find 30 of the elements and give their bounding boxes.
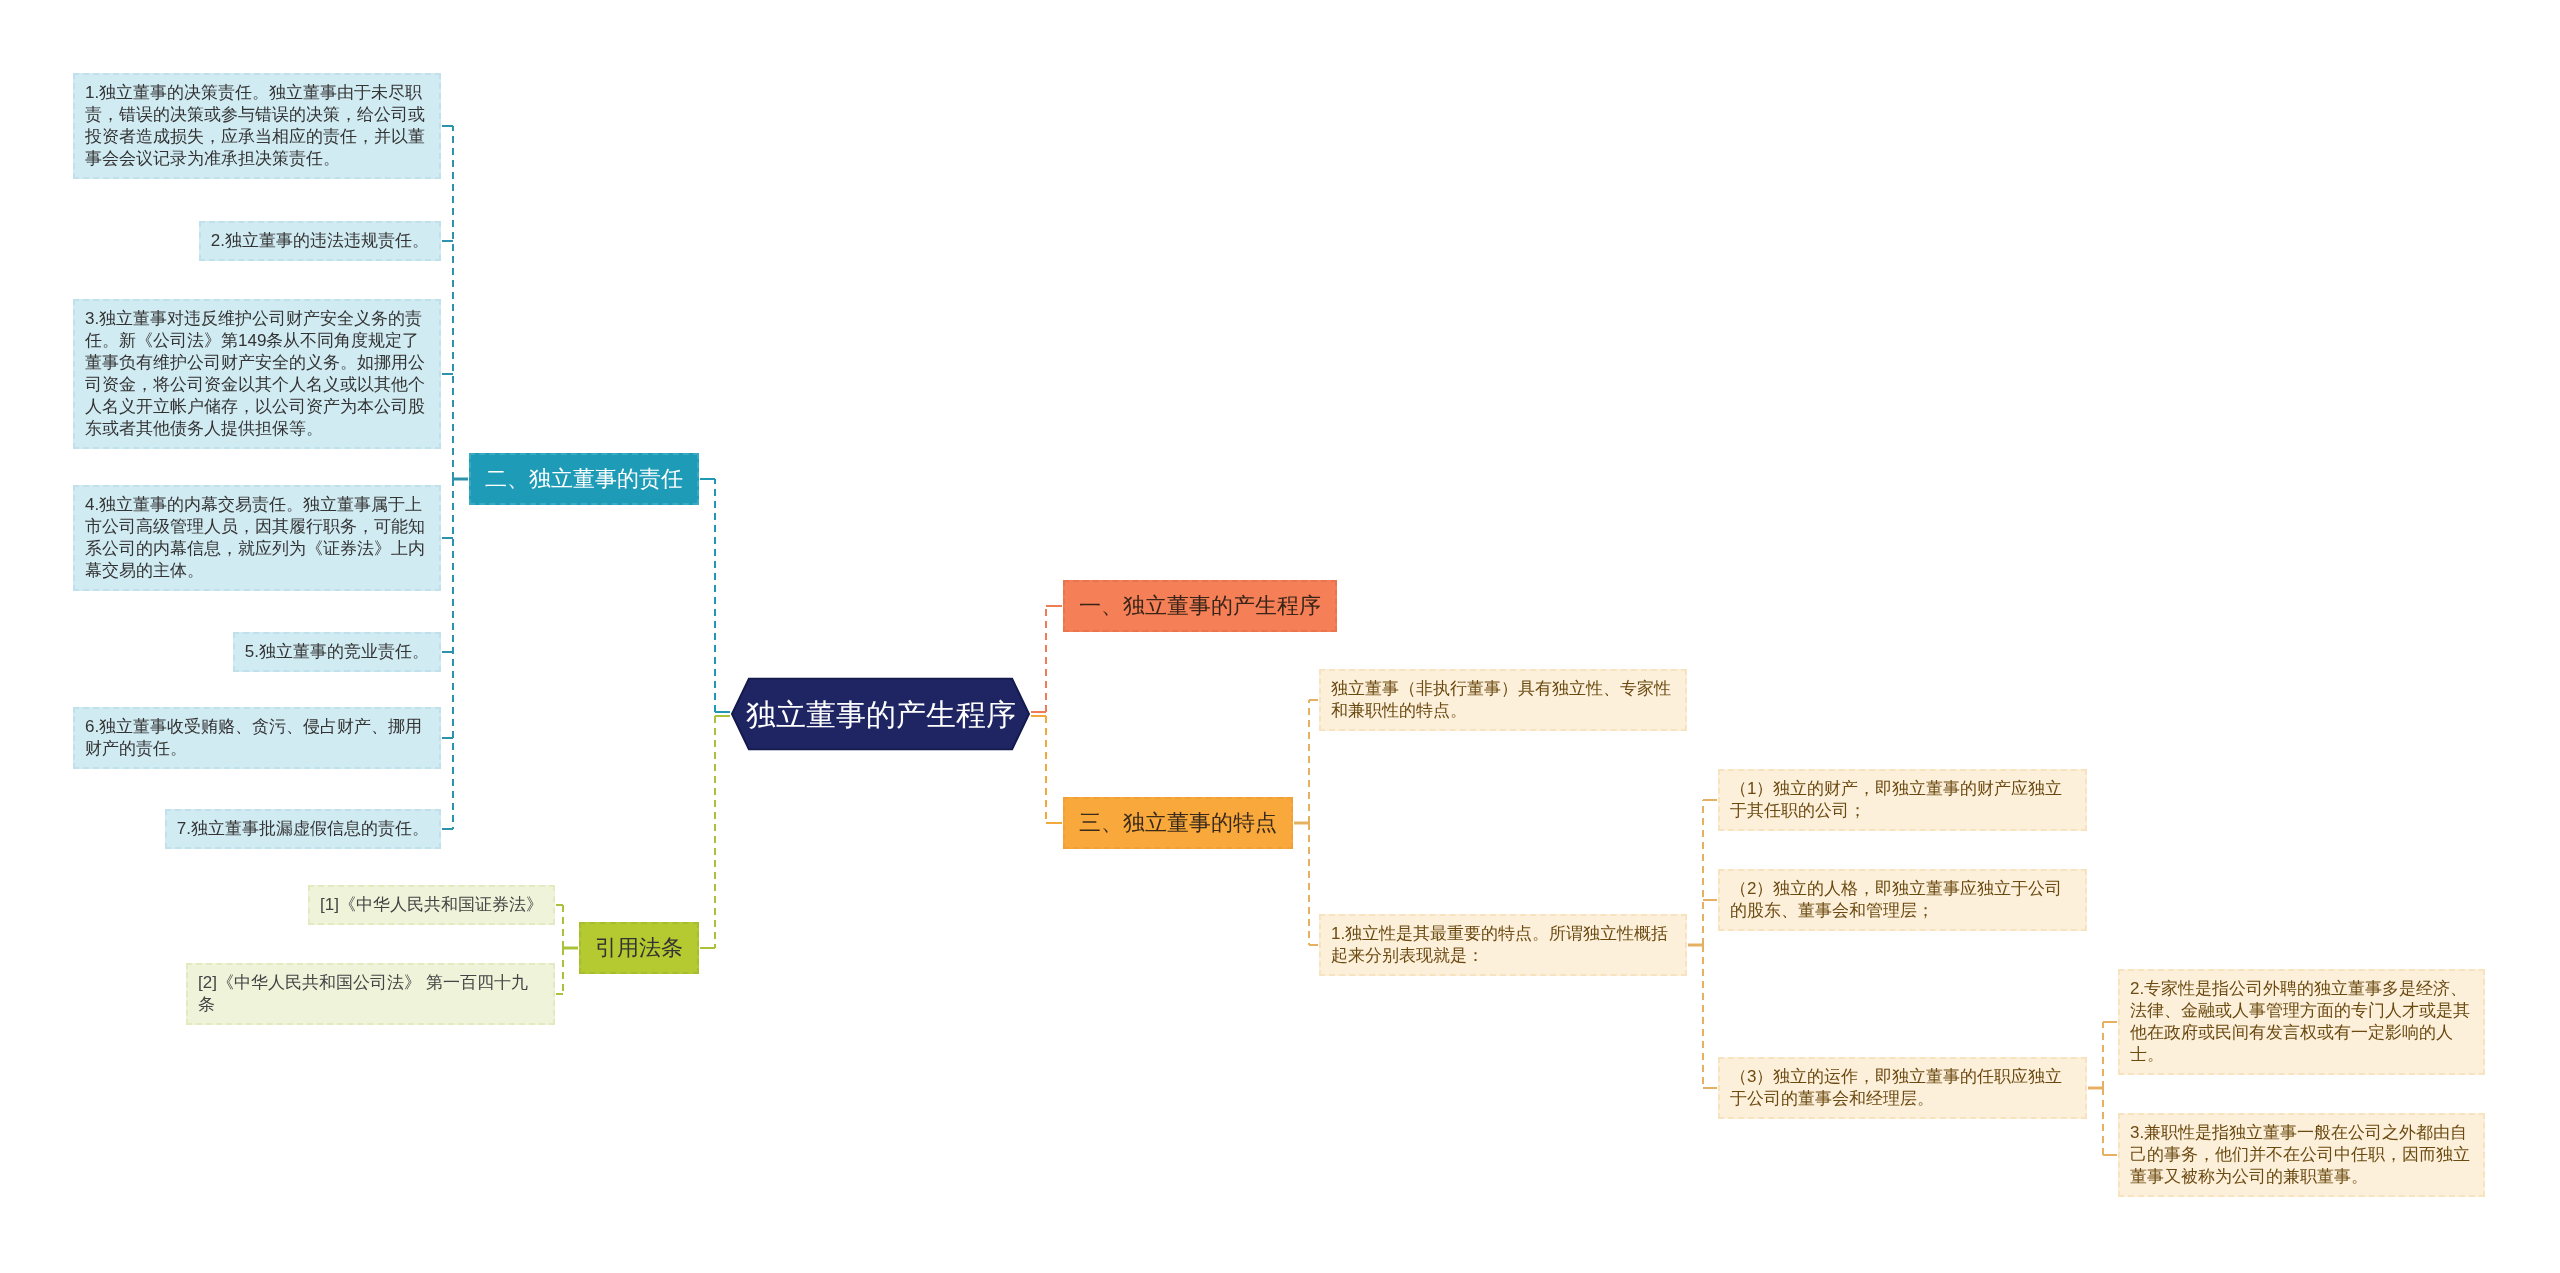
connector-line bbox=[2088, 1021, 2118, 1156]
subtopic-box: 1.独立董事的决策责任。独立董事由于未尽职责，错误的决策或参与错误的决策，给公司或投资者造成损失，应承当相应的责任，并以董事会会议记录为准承担决策责任。 bbox=[73, 73, 441, 179]
subtopic-box: 5.独立董事的竞业责任。 bbox=[232, 632, 441, 672]
central-topic: 独立董事的产生程序 bbox=[731, 677, 1030, 751]
subtopic-box: （1）独立的财产，即独立董事的财产应独立于其任职的公司； bbox=[1718, 769, 2087, 831]
connector-line bbox=[1688, 799, 1718, 1089]
branch-topic: 引用法条 bbox=[579, 922, 699, 974]
connector-line bbox=[1030, 715, 1063, 824]
subtopic-box: 4.独立董事的内幕交易责任。独立董事属于上市公司高级管理人员，因其履行职务，可能知系公司的内幕信息，就应列为《证券法》上内幕交易的主体。 bbox=[73, 485, 441, 591]
connector-line bbox=[441, 125, 468, 830]
subtopic-box: 2.专家性是指公司外聘的独立董事多是经济、法律、金融或人事管理方面的专门人才或是其他在政府或民间有发言权或有一定影响的人士。 bbox=[2118, 969, 2485, 1075]
subtopic-box: 2.独立董事的违法违规责任。 bbox=[198, 221, 441, 261]
subtopic-box: [1]《中华人民共和国证券法》 bbox=[308, 885, 555, 925]
subtopic-box: 3.兼职性是指独立董事一般在公司之外都由自己的事务，他们并不在公司中任职，因而独立董事又被称为公司的兼职董事。 bbox=[2118, 1113, 2485, 1197]
subtopic-box: 1.独立性是其最重要的特点。所谓独立性概括起来分别表现就是： bbox=[1319, 914, 1687, 976]
subtopic-box: 独立董事（非执行董事）具有独立性、专家性和兼职性的特点。 bbox=[1319, 669, 1687, 731]
subtopic-box: 6.独立董事收受贿赂、贪污、侵占财产、挪用财产的责任。 bbox=[73, 707, 441, 769]
subtopic-box: 3.独立董事对违反维护公司财产安全义务的责任。新《公司法》第149条从不同角度规定了董事负有维护公司财产安全的义务。如挪用公司资金，将公司资金以其个人名义或以其他个人名义开立帐户储存，以公司资产为本公司股东或者其他债务人提供担保等。 bbox=[73, 299, 441, 449]
connector-line bbox=[1294, 699, 1319, 946]
branch-topic: 三、独立董事的特点 bbox=[1063, 797, 1293, 849]
connector-line bbox=[1030, 605, 1063, 713]
subtopic-box: （3）独立的运作，即独立董事的任职应独立于公司的董事会和经理层。 bbox=[1718, 1057, 2087, 1119]
connector-line bbox=[699, 478, 731, 713]
connector-line bbox=[699, 715, 731, 949]
subtopic-box: （2）独立的人格，即独立董事应独立于公司的股东、董事会和管理层； bbox=[1718, 869, 2087, 931]
branch-topic: 一、独立董事的产生程序 bbox=[1063, 580, 1337, 632]
connector-line bbox=[555, 904, 578, 995]
branch-topic: 二、独立董事的责任 bbox=[469, 453, 699, 505]
subtopic-box: [2]《中华人民共和国公司法》 第一百四十九条 bbox=[186, 963, 555, 1025]
subtopic-box: 7.独立董事批漏虚假信息的责任。 bbox=[164, 809, 441, 849]
